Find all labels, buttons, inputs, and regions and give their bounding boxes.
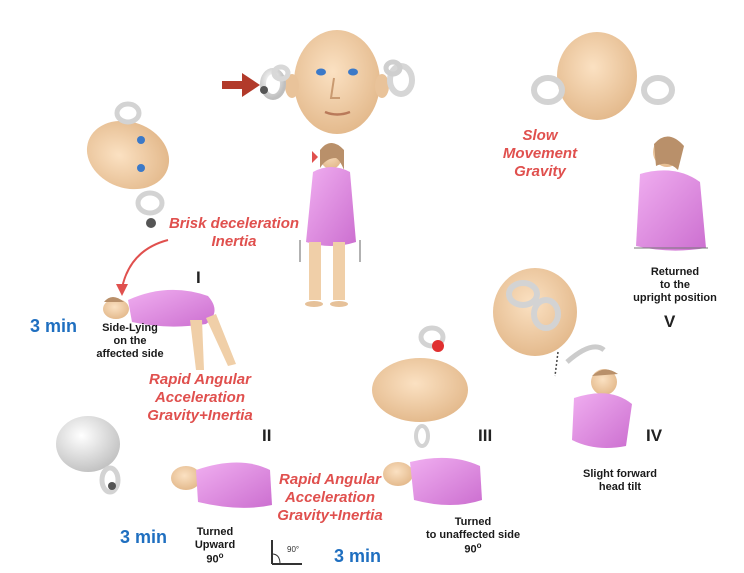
supine-figure bbox=[171, 462, 272, 508]
forward-tilt-figure bbox=[572, 369, 632, 448]
step-v-label: V bbox=[664, 312, 676, 331]
acceleration-label-2: Acceleration bbox=[284, 489, 376, 506]
step-iv-caption-1: Slight forward bbox=[583, 468, 657, 480]
rapid-angular-label-1: Rapid Angular bbox=[149, 371, 251, 388]
step-iii-time: 3 min bbox=[334, 546, 382, 566]
direction-arrow-icon bbox=[222, 73, 260, 97]
step-iii-caption-3: 90o bbox=[464, 541, 482, 556]
inertia-label: Inertia bbox=[211, 233, 257, 250]
tilted-head-left bbox=[86, 120, 170, 190]
side-turned-figure bbox=[383, 457, 482, 505]
acceleration-label-1: Acceleration bbox=[154, 389, 246, 406]
angle-marker-label: 90° bbox=[287, 545, 300, 554]
tilted-ear-icon bbox=[114, 101, 165, 228]
gravity-inertia-label-2: Gravity+Inertia bbox=[277, 507, 383, 524]
step-ii-label: II bbox=[262, 426, 272, 445]
side-lying-figure bbox=[103, 289, 236, 370]
step-ii-caption-1: Turned bbox=[196, 526, 234, 538]
top-head-front bbox=[285, 30, 389, 134]
slow-label: Slow bbox=[522, 127, 558, 144]
rapid-angular-label-2: Rapid Angular bbox=[279, 471, 381, 488]
step-v-caption-1: Returned bbox=[650, 266, 700, 278]
step-ii-caption-3: 90o bbox=[206, 551, 224, 566]
step-i-label: I bbox=[196, 268, 201, 287]
right-inner-ear-icon bbox=[383, 59, 415, 97]
seated-patient-figure bbox=[299, 143, 361, 307]
step-i-caption-1: Side-Lying bbox=[102, 322, 158, 334]
upright-figure bbox=[634, 136, 708, 251]
angle-marker bbox=[271, 540, 302, 565]
step-v-caption-2: to the bbox=[660, 279, 690, 291]
step-ii-time: 3 min bbox=[120, 527, 168, 547]
step-i-caption-3: affected side bbox=[96, 348, 164, 360]
step-v-caption-3: upright position bbox=[633, 292, 717, 304]
brisk-deceleration-label: Brisk deceleration bbox=[168, 215, 300, 232]
movement-label: Movement bbox=[502, 145, 578, 162]
step-ii-caption-2: Upward bbox=[194, 539, 236, 551]
step-i-caption-2: on the bbox=[113, 335, 147, 347]
left-inner-ear-icon bbox=[260, 64, 291, 100]
gravity-inertia-label-1: Gravity+Inertia bbox=[147, 407, 253, 424]
step-iii-caption-2: to unaffected side bbox=[425, 529, 521, 541]
transition-arrow-icon bbox=[116, 239, 169, 296]
turned-head-ear bbox=[372, 325, 468, 448]
step-iv-label: IV bbox=[646, 426, 663, 445]
tilt-head-ear bbox=[493, 268, 606, 377]
back-of-head bbox=[531, 32, 675, 120]
step-i-time: 3 min bbox=[30, 316, 78, 336]
gravity-label: Gravity bbox=[514, 163, 566, 180]
step-iv-caption-2: head tilt bbox=[598, 481, 642, 493]
step-iii-label: III bbox=[478, 426, 493, 445]
supine-head-ear bbox=[56, 416, 121, 495]
step-iii-caption-1: Turned bbox=[454, 516, 492, 528]
